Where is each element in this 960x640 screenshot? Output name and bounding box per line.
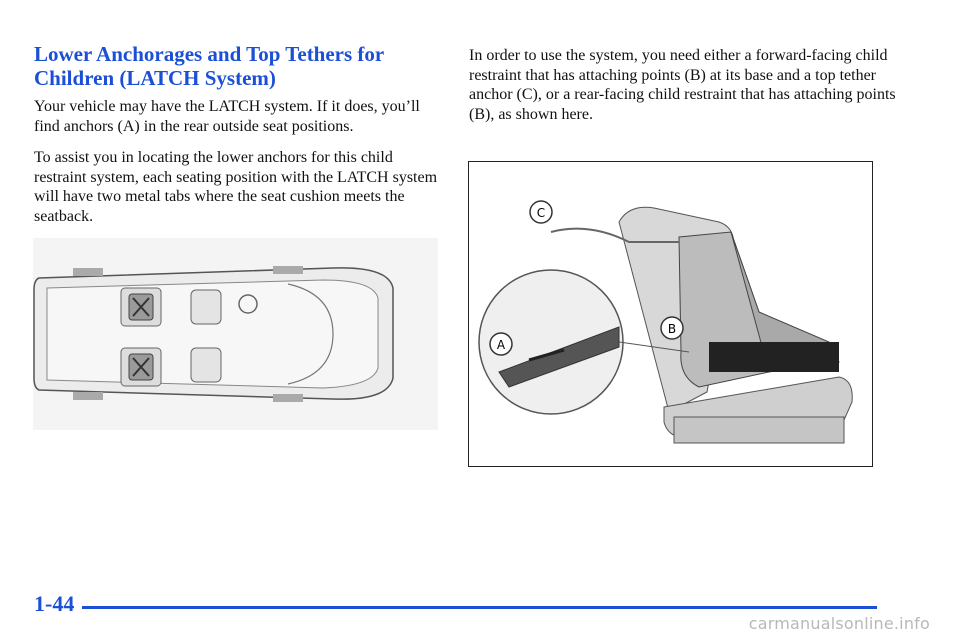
vehicle-top-view-drawing <box>33 266 394 402</box>
vehicle-top-view-illustration <box>33 238 438 430</box>
intro-paragraph: Your vehicle may have the LATCH system. … <box>34 98 420 135</box>
point-b-marker <box>660 316 684 340</box>
site-watermark: carmanualsonline.info <box>748 614 930 633</box>
child-restraint-drawing: C A B <box>478 200 853 444</box>
footer-rule <box>82 606 877 609</box>
point-b-label: B <box>668 322 676 336</box>
locating-paragraph: To assist you in locating the lower anch… <box>34 149 438 225</box>
tether-c-label: C <box>537 206 545 220</box>
usage-paragraph: In order to use the system, you need eit… <box>469 47 896 123</box>
tether-c-marker <box>529 200 553 224</box>
section-heading: Lower Anchorages and Top Tethers for Chi… <box>34 42 434 90</box>
page-number: 1-44 <box>34 591 75 616</box>
anchor-a-label: A <box>497 338 506 352</box>
anchor-a-marker <box>489 332 513 356</box>
child-restraint-illustration: C A B <box>468 161 873 467</box>
section-heading-line2: Children (LATCH System) <box>34 66 276 90</box>
section-heading-line1: Lower Anchorages and Top Tethers for <box>34 42 385 66</box>
